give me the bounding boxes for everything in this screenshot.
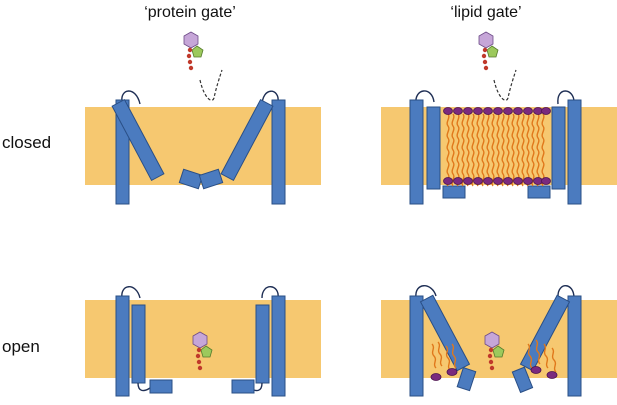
- inner-helix-right: [551, 106, 566, 190]
- inner-helix-right: [255, 304, 270, 384]
- tilted-helix-right: [220, 98, 274, 182]
- outer-helix-left: [115, 295, 130, 397]
- top-lipid-heads: [443, 107, 551, 115]
- gate-block-left: [456, 367, 477, 392]
- outer-helix-left: [409, 99, 424, 205]
- outer-helix-right: [567, 295, 582, 397]
- protein-gate-closed-panel: [85, 31, 321, 205]
- lipid-gate-closed-panel: [381, 31, 617, 205]
- inner-helix-left: [131, 304, 146, 384]
- open-row-label: open: [2, 337, 40, 356]
- gate-block-right: [231, 379, 255, 394]
- gate-block-left: [442, 185, 466, 199]
- gate-block-left: [178, 168, 204, 190]
- tilted-helix-left: [111, 98, 165, 182]
- free-lipids-left: [430, 341, 458, 381]
- lipid-bilayer-plug: [443, 107, 551, 187]
- ligand-icon: [478, 31, 499, 71]
- inner-helix-left: [426, 106, 441, 190]
- lipid-gate-open-panel: [381, 285, 617, 397]
- protein-gate-open-panel: [85, 286, 321, 397]
- protein-gate-title: ‘protein gate’: [144, 4, 236, 21]
- tilted-helix-right: [519, 294, 571, 372]
- outer-helix-right: [567, 99, 582, 205]
- gate-block-left: [149, 379, 173, 394]
- outer-helix-left: [409, 295, 424, 397]
- gate-block-right: [198, 168, 224, 190]
- bottom-lipid-heads: [443, 177, 551, 185]
- lipid-gate-title: ‘lipid gate’: [450, 4, 521, 21]
- gate-block-right: [511, 366, 534, 394]
- free-lipids-right: [527, 339, 558, 379]
- ligand-path-arrow: [199, 69, 223, 101]
- closed-row-label: closed: [2, 133, 51, 152]
- outer-helix-right: [271, 295, 286, 397]
- gate-block-right: [527, 185, 551, 199]
- outer-helix-right: [271, 99, 286, 205]
- ligand-icon: [183, 31, 204, 71]
- ligand-path-arrow: [493, 69, 517, 101]
